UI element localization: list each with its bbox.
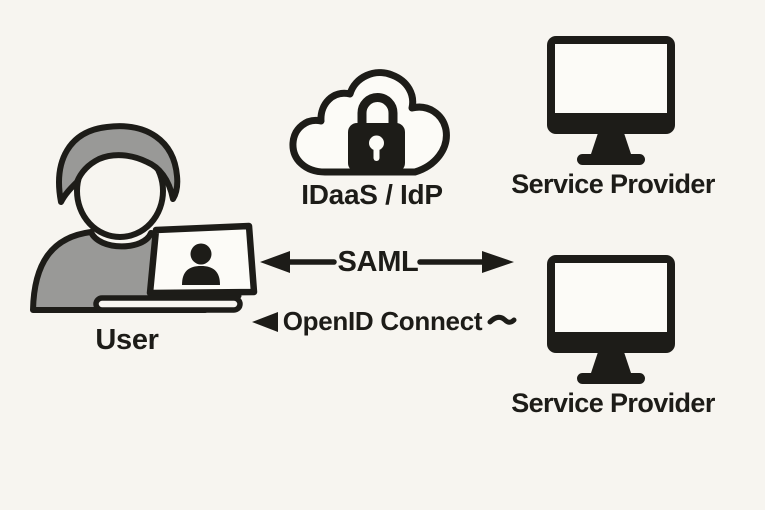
monitor-icon (547, 255, 675, 384)
service-provider-bottom-label: Service Provider (511, 388, 715, 418)
service-provider-top-label: Service Provider (511, 169, 715, 199)
saml-connection-label: SAML (337, 246, 419, 278)
openid-left-arrowhead-icon (252, 312, 278, 332)
cloud-lock-icon (289, 69, 450, 176)
openid-trailing-dash-icon (487, 314, 517, 325)
monitor-icon (547, 36, 675, 165)
saml-left-arrow-icon (260, 251, 337, 273)
idp-node-label: IDaaS / IdP (301, 179, 443, 210)
openid-connection-label: OpenID Connect (282, 306, 483, 336)
saml-right-arrow-icon (417, 251, 514, 273)
user-node-label: User (95, 324, 159, 356)
user-at-laptop-icon (30, 123, 258, 313)
lock-icon (357, 93, 398, 131)
avatar-on-screen-icon (190, 243, 212, 265)
